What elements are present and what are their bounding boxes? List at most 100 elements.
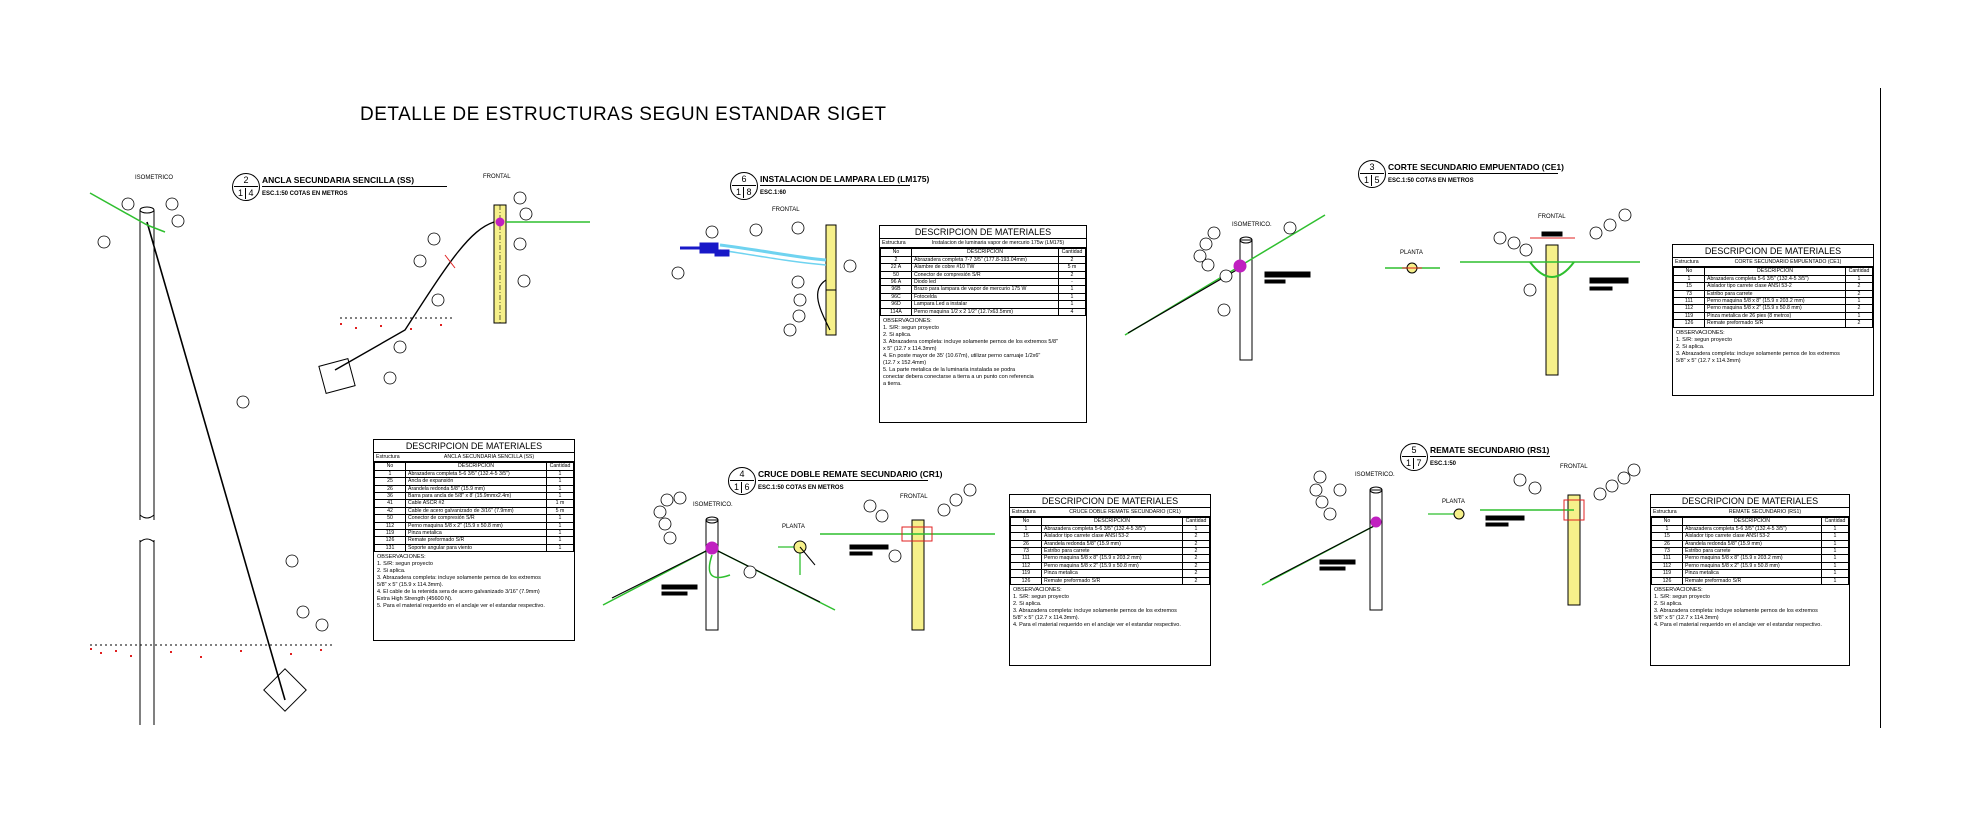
view-label-frontal: FRONTAL bbox=[1538, 214, 1566, 220]
table-header: DESCRIPCION DE MATERIALES bbox=[880, 226, 1086, 239]
ss-frontal-view bbox=[318, 204, 590, 395]
section-scale: ESC.1:50 bbox=[1430, 461, 1457, 467]
view-label-frontal: FRONTAL bbox=[483, 174, 511, 180]
ce-isometric-view bbox=[1124, 214, 1326, 361]
cr-isometric-view bbox=[602, 516, 836, 631]
view-label-planta: PLANTA bbox=[1400, 250, 1423, 256]
sheet-border bbox=[1880, 88, 1881, 728]
table-header: DESCRIPCION DE MATERIALES bbox=[1673, 245, 1873, 258]
cr-planta-view bbox=[778, 540, 816, 575]
section-title: INSTALACION DE LAMPARA LED (LM175) bbox=[760, 174, 930, 184]
lm-view bbox=[680, 224, 837, 336]
cr-frontal-view bbox=[820, 519, 995, 631]
rs-frontal-view bbox=[1480, 494, 1585, 606]
view-label-planta: PLANTA bbox=[782, 524, 805, 530]
section-title: CRUCE DOBLE REMATE SECUNDARIO (CR1) bbox=[758, 469, 943, 479]
ce-frontal-view bbox=[1460, 231, 1640, 376]
table-header: DESCRIPCION DE MATERIALES bbox=[1651, 495, 1849, 508]
section-scale: ESC.1:60 bbox=[760, 190, 787, 196]
table-header: DESCRIPCION DE MATERIALES bbox=[1010, 495, 1210, 508]
section-title: REMATE SECUNDARIO (RS1) bbox=[1430, 445, 1550, 455]
view-label-isometrico: ISOMETRICO. bbox=[693, 502, 733, 508]
page-title: DETALLE DE ESTRUCTURAS SEGUN ESTANDAR SI… bbox=[360, 104, 887, 125]
view-label-frontal: FRONTAL bbox=[900, 494, 928, 500]
table-header: DESCRIPCION DE MATERIALES bbox=[374, 440, 574, 453]
view-label-isometrico: ISOMETRICO. bbox=[1232, 222, 1272, 228]
view-label-isometrico: ISOMETRICO. bbox=[1355, 472, 1395, 478]
view-label-planta: PLANTA bbox=[1442, 499, 1465, 505]
ground-hatch bbox=[90, 323, 442, 658]
section-scale: ESC.1:50 COTAS EN METROS bbox=[262, 191, 348, 197]
section-title: CORTE SECUNDARIO EMPUENTADO (CE1) bbox=[1388, 162, 1564, 172]
section-scale: ESC.1:50 COTAS EN METROS bbox=[758, 485, 844, 491]
section-title: ANCLA SECUNDARIA SENCILLA (SS) bbox=[262, 175, 415, 185]
section-scale: ESC.1:50 COTAS EN METROS bbox=[1388, 178, 1474, 184]
callout-bubbles bbox=[97, 191, 1641, 632]
view-label-isometrico: ISOMETRICO bbox=[135, 175, 174, 181]
rs-planta-view bbox=[1428, 508, 1465, 520]
